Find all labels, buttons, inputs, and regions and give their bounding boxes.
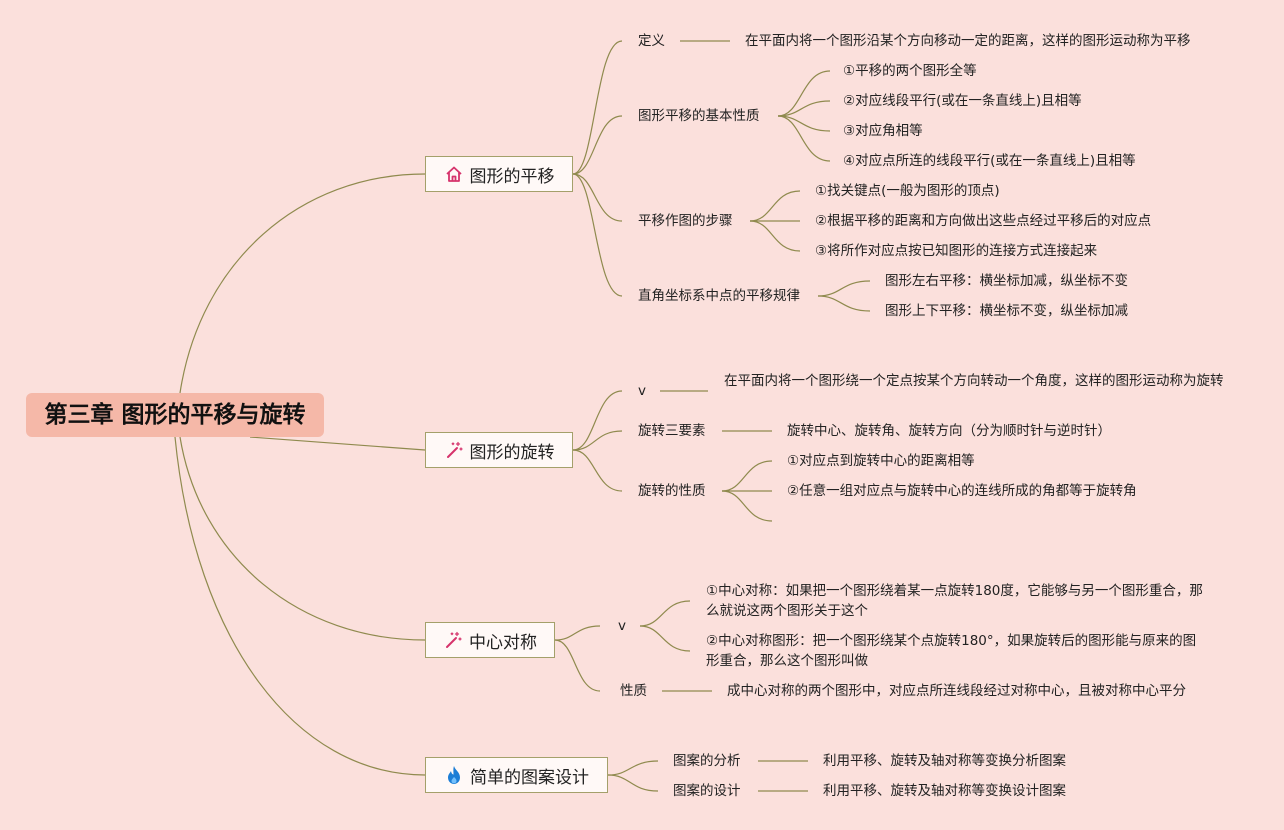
leaf-connector: [749, 220, 801, 252]
branch-label[interactable]: v: [638, 383, 646, 399]
branch-connector: [572, 115, 623, 175]
branch-label[interactable]: v: [618, 618, 626, 634]
leaf-text[interactable]: ②中心对称图形：把一个图形绕某个点旋转180°，如果旋转后的图形能与原来的图形重…: [706, 633, 1197, 669]
leaf-text[interactable]: 旋转中心、旋转角、旋转方向（分为顺时针与逆时针）: [787, 423, 1111, 439]
root-connector: [174, 436, 426, 776]
leaf-connector: [777, 115, 831, 132]
leaf-text[interactable]: 图形上下平移：横坐标不变，纵坐标加减: [885, 303, 1128, 319]
leaf-text[interactable]: ①对应点到旋转中心的距离相等: [787, 453, 975, 469]
leaf-connector: [817, 280, 871, 297]
topic-label: 图形的旋转: [469, 442, 555, 463]
magic-wand-icon: [444, 440, 464, 460]
leaf-connector: [817, 295, 871, 312]
leaf-text[interactable]: ③将所作对应点按已知图形的连接方式连接起来: [815, 243, 1098, 259]
leaf-text[interactable]: ③对应角相等: [843, 123, 923, 139]
leaf-text[interactable]: 利用平移、旋转及轴对称等变换分析图案: [823, 753, 1066, 769]
branch-label[interactable]: 定义: [638, 33, 665, 49]
branch-connector: [572, 390, 623, 451]
leaf-text[interactable]: 利用平移、旋转及轴对称等变换设计图案: [823, 783, 1066, 799]
leaf-text[interactable]: ②对应线段平行(或在一条直线上)且相等: [843, 93, 1082, 109]
branch-connector: [607, 774, 659, 792]
branch-connector: [554, 639, 601, 692]
branch-label[interactable]: 图形平移的基本性质: [638, 108, 760, 124]
leaf-connector: [777, 115, 831, 162]
topic-pattern-design[interactable]: 简单的图案设计: [425, 757, 608, 793]
magic-wand-icon: [443, 630, 463, 650]
branch-connector: [607, 760, 659, 776]
leaf-connector: [721, 460, 773, 492]
topic-rotation[interactable]: 图形的旋转: [425, 432, 573, 468]
branch-connector: [554, 625, 601, 641]
branch-label[interactable]: 旋转的性质: [638, 483, 706, 499]
topic-label: 图形的平移: [469, 166, 555, 187]
leaf-text[interactable]: ①平移的两个图形全等: [843, 63, 977, 79]
branch-label[interactable]: 性质: [620, 683, 647, 699]
leaf-connector: [749, 190, 801, 222]
leaf-connector: [639, 625, 691, 652]
leaf-text[interactable]: ④对应点所连的线段平行(或在一条直线上)且相等: [843, 153, 1136, 169]
root-connector: [249, 436, 426, 451]
home-icon: [444, 164, 464, 184]
branch-connector: [572, 430, 623, 451]
leaf-connector: [777, 100, 831, 117]
leaf-text[interactable]: ②任意一组对应点与旋转中心的连线所成的角都等于旋转角: [787, 483, 1137, 499]
leaf-text[interactable]: 在平面内将一个图形沿某个方向移动一定的距离，这样的图形运动称为平移: [745, 33, 1191, 49]
leaf-text[interactable]: 在平面内将一个图形绕一个定点按某个方向转动一个角度，这样的图形运动称为旋转: [724, 373, 1224, 389]
leaf-text[interactable]: 成中心对称的两个图形中，对应点所连线段经过对称中心，且被对称中心平分: [727, 683, 1186, 699]
leaf-connector: [639, 600, 691, 627]
root-connector: [179, 173, 426, 394]
leaf-connector: [777, 70, 831, 117]
branch-connector: [572, 449, 623, 492]
leaf-text[interactable]: ①找关键点(一般为图形的顶点): [815, 183, 1000, 199]
branch-connector: [572, 40, 623, 175]
branch-label[interactable]: 图案的分析: [673, 753, 741, 769]
leaf-text[interactable]: ②根据平移的距离和方向做出这些点经过平移后的对应点: [815, 213, 1152, 229]
branch-label[interactable]: 平移作图的步骤: [638, 213, 733, 229]
branch-label[interactable]: 图案的设计: [673, 783, 741, 799]
branch-label[interactable]: 直角坐标系中点的平移规律: [638, 288, 800, 304]
topic-translation[interactable]: 图形的平移: [425, 156, 573, 192]
branch-connector: [572, 173, 623, 297]
fire-icon: [444, 765, 464, 785]
leaf-connector: [721, 490, 773, 522]
branch-connector: [572, 173, 623, 222]
root-connector: [179, 436, 426, 641]
leaf-text[interactable]: 图形左右平移：横坐标加减，纵坐标不变: [885, 273, 1128, 289]
branch-label[interactable]: 旋转三要素: [638, 423, 706, 439]
topic-label: 中心对称: [469, 632, 537, 653]
topic-label: 简单的图案设计: [470, 767, 589, 788]
root-node[interactable]: 第三章 图形的平移与旋转: [26, 393, 324, 437]
topic-central-symmetry[interactable]: 中心对称: [425, 622, 555, 658]
leaf-text[interactable]: ①中心对称：如果把一个图形绕着某一点旋转180度，它能够与另一个图形重合，那么就…: [706, 583, 1203, 619]
